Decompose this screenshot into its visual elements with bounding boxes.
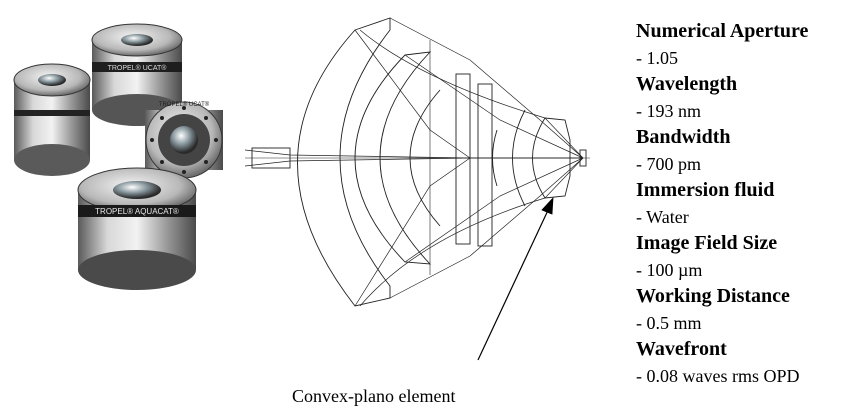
spec-label: Working Distance (636, 285, 790, 307)
spec-value: - 100 µm (636, 259, 703, 280)
optical-layout-diagram (244, 17, 590, 361)
spec-item-bandwidth: Bandwidth - 700 pm (636, 124, 854, 177)
spec-item-image-field-size: Image Field Size - 100 µm (636, 230, 854, 283)
plate-element-2 (477, 83, 493, 247)
spec-label: Bandwidth (636, 126, 731, 148)
lens-label-right: TROPEL® UCAT® (159, 101, 210, 108)
spec-label: Wavefront (636, 338, 727, 360)
spec-value: - 0.08 waves rms OPD (636, 365, 800, 386)
spec-item-working-distance: Working Distance - 0.5 mm (636, 283, 854, 336)
spec-value: - Water (636, 206, 689, 227)
diagram-caption: Convex-plano element (292, 386, 456, 406)
lens-label-front: TROPEL® AQUACAT® (95, 207, 179, 216)
lens-element-4-front (409, 89, 441, 227)
lens-assemblies-photo: TROPEL® UCAT® TROPEL® UCAT® TROPEL® AQUA… (13, 23, 223, 290)
callout-arrow (477, 196, 554, 361)
ray-bundle (244, 17, 584, 307)
lens-element-2 (297, 17, 391, 307)
plate-element-1 (455, 73, 471, 245)
lens-assembly-left (13, 63, 91, 176)
spec-label: Wavelength (636, 73, 738, 95)
spec-label: Numerical Aperture (636, 20, 809, 42)
lens-element-1 (251, 147, 291, 169)
spec-value: - 700 pm (636, 153, 701, 174)
spec-label: Image Field Size (636, 232, 778, 254)
spec-label: Immersion fluid (636, 179, 775, 201)
convex-plano-element (532, 117, 571, 199)
spec-value: - 193 nm (636, 100, 701, 121)
spec-list: Numerical Aperture - 1.05 Wavelength - 1… (636, 18, 854, 389)
spec-item-wavelength: Wavelength - 193 nm (636, 71, 854, 124)
lens-assembly-top: TROPEL® UCAT® (91, 23, 183, 126)
lens-assembly-right: TROPEL® UCAT® (145, 101, 223, 179)
lens-label-top: TROPEL® UCAT® (108, 64, 168, 72)
spec-value: - 1.05 (636, 47, 678, 68)
spec-item-numerical-aperture: Numerical Aperture - 1.05 (636, 18, 854, 71)
spec-item-wavefront: Wavefront - 0.08 waves rms OPD (636, 336, 854, 389)
spec-item-immersion-fluid: Immersion fluid - Water (636, 177, 854, 230)
lens-assembly-front: TROPEL® AQUACAT® (77, 167, 197, 290)
spec-value: - 0.5 mm (636, 312, 702, 333)
